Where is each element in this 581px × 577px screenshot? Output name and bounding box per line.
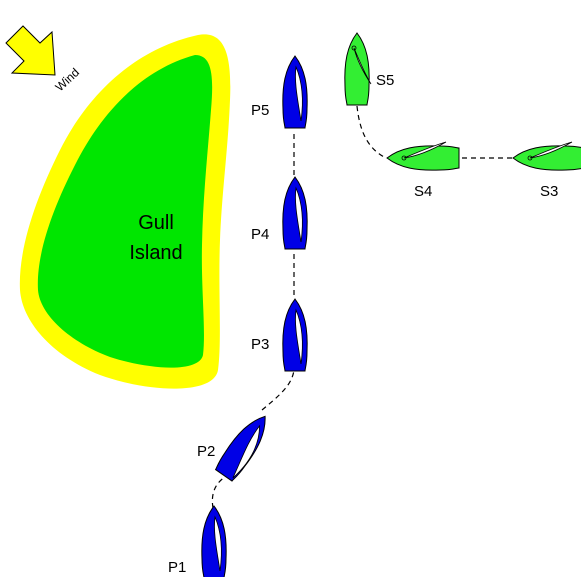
wind-arrow: Wind (5, 25, 82, 94)
port-boat-p3 (282, 298, 308, 372)
starboard-boat-s4 (386, 141, 460, 171)
sail (529, 141, 573, 159)
sail (295, 186, 303, 243)
boat-tracks (211, 105, 512, 509)
track-p1-p2 (211, 471, 236, 509)
wind-arrow-icon (5, 25, 56, 76)
sail (353, 47, 372, 85)
sail (232, 424, 260, 479)
sail (214, 515, 222, 572)
island-land (37, 55, 213, 368)
island-name-line1: Gull (138, 212, 174, 234)
port-boat-p5 (282, 55, 308, 129)
port-boat-p4 (282, 176, 308, 250)
gull-island: Gull Island (19, 34, 231, 389)
p4-label: P4 (251, 226, 269, 243)
wind-label: Wind (52, 65, 82, 94)
track-s5-s4 (356, 105, 387, 159)
sail (403, 141, 447, 159)
p3-label: P3 (251, 336, 269, 353)
s4-label: S4 (414, 183, 432, 200)
sail (295, 65, 303, 122)
p5-label: P5 (251, 102, 269, 119)
s5-label: S5 (376, 72, 394, 89)
port-boat-p2 (213, 408, 276, 483)
p2-label: P2 (197, 443, 215, 460)
sail (295, 308, 303, 365)
starboard-boat-s5 (344, 32, 372, 106)
p1-label: P1 (168, 559, 186, 576)
starboard-boat-s3 (512, 141, 581, 171)
track-p2-p3 (261, 369, 295, 411)
island-name-line2: Island (129, 242, 182, 264)
port-boat-p1 (201, 505, 227, 577)
s3-label: S3 (540, 183, 558, 200)
